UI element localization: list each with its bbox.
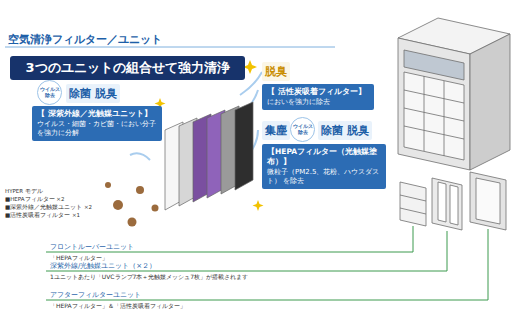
effect-tag: 脱臭	[92, 84, 120, 103]
particles	[105, 182, 159, 227]
page-title: 空気清浄フィルター／ユニット	[8, 32, 162, 47]
effect-badge: ウイルス 除去	[37, 80, 62, 105]
sparkle	[253, 200, 264, 211]
particle	[136, 186, 144, 194]
cabinet-side	[470, 34, 510, 170]
cabinet-front	[398, 38, 470, 170]
node-heading: 脱臭	[95, 86, 117, 101]
louver-line	[444, 81, 445, 156]
node-heading: ウイルス 除去	[292, 124, 313, 136]
node-heading: 【HEPAフィルター（光触媒塗布）】	[267, 147, 381, 167]
carbon-plate	[235, 102, 253, 190]
after-filter-unit	[470, 172, 506, 230]
leader-lines	[46, 226, 488, 300]
node-heading: 脱臭	[347, 123, 369, 138]
uv-unit	[432, 178, 462, 230]
node-heading: 【 深紫外線／光触媒ユニット】	[37, 109, 157, 119]
effect-tag: 脱臭	[344, 121, 372, 140]
unit-name: 深紫外線/光触媒ユニット（×２）	[50, 261, 156, 271]
uv-window	[438, 182, 446, 222]
node-body: ウイルス・細菌・カビ菌・におい分子 を強力に分解	[37, 120, 157, 138]
unit-detail: 「HEPAフィルター」	[50, 254, 108, 263]
unit-detail: 1ユニットあたり「UVCランプ7本＋光触媒メッシュ7枚」が搭載されます	[50, 273, 248, 282]
particle	[128, 218, 137, 227]
effect-tag: 除菌	[66, 84, 94, 103]
unit-line	[400, 208, 426, 214]
louver-line	[424, 76, 425, 151]
effect-tag: 脱臭	[262, 62, 290, 81]
node-heading: 3つのユニットの組合せて強力清浄	[18, 59, 237, 77]
node-heading: 除菌	[69, 86, 91, 101]
filter-units	[400, 172, 506, 230]
particle	[105, 182, 111, 188]
unit-box: 【HEPAフィルター（光触媒塗布）】微粒子（PM2.5、花粉、ハウスダスト） を…	[262, 144, 386, 189]
unit-line	[400, 195, 426, 201]
node-body: 微粒子（PM2.5、花粉、ハウスダスト） を除去	[267, 168, 381, 186]
particle	[152, 205, 159, 212]
filter-plates	[165, 102, 253, 210]
node-heading: 脱臭	[265, 64, 287, 79]
unit-box: 【 活性炭吸着フィルター】においを強力に除去	[262, 84, 374, 110]
wave	[130, 153, 150, 160]
model-note: HYPER モデル	[5, 188, 43, 195]
particle	[113, 200, 123, 210]
effect-tag: 集塵	[262, 121, 290, 140]
front-louver-unit	[400, 182, 426, 226]
unit-detail: 「HEPAフィルター」＆「活性炭吸着フィルター」	[50, 302, 186, 311]
model-note: ■深紫外線／光触媒ユニット ×2	[5, 204, 92, 211]
unit-name: フロントルーバーユニット	[50, 242, 134, 252]
model-note: ■HEPAフィルター ×2	[5, 196, 64, 203]
louver-line	[404, 126, 464, 139]
leader-line	[46, 226, 413, 252]
uv-window	[450, 185, 458, 225]
node-heading: 【 活性炭吸着フィルター】	[267, 87, 369, 97]
node-heading: 除菌	[321, 123, 343, 138]
unit-box: 【 深紫外線／光触媒ユニット】ウイルス・細菌・カビ菌・におい分子 を強力に分解	[32, 106, 162, 141]
node-body: においを強力に除去	[267, 98, 369, 107]
node-heading: 集塵	[265, 123, 287, 138]
louver-line	[404, 90, 464, 103]
leader-line	[46, 231, 447, 271]
node-heading: ウイルス 除去	[39, 87, 60, 99]
banner: 3つのユニットの組合せて強力清浄	[10, 56, 245, 80]
sparkle	[243, 60, 257, 74]
front-louver	[404, 72, 464, 160]
effect-tag: 除菌	[318, 121, 346, 140]
effect-badge: ウイルス 除去	[290, 117, 315, 142]
purifier-cabinet	[398, 18, 510, 170]
filter-window	[476, 178, 500, 224]
leader-line	[46, 229, 488, 300]
louver-line	[404, 108, 464, 121]
model-note: ■活性炭吸着フィルター ×1	[5, 212, 80, 219]
unit-name: アフターフィルターユニット	[50, 290, 141, 300]
title-underline	[5, 47, 335, 48]
sparkles	[155, 60, 264, 211]
